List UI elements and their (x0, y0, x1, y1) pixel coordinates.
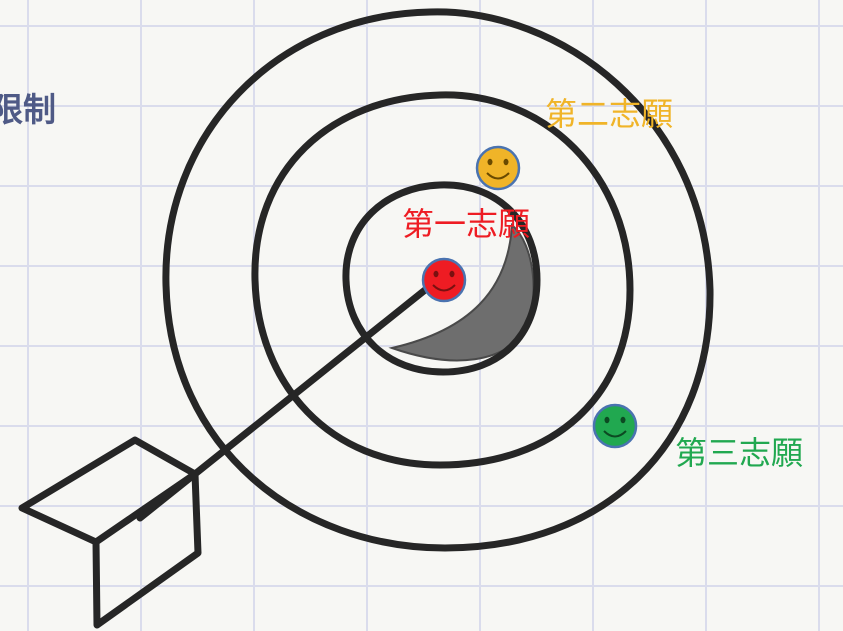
second-choice-label: 第二志願 (545, 95, 674, 133)
smiley-face-icon (592, 403, 638, 449)
first-choice-label: 第一志願 (402, 205, 531, 243)
third-choice-label: 第三志願 (675, 434, 804, 472)
arrow-fletching (18, 436, 202, 629)
smiley-face-icon (421, 257, 467, 303)
outer-ring (162, 8, 714, 552)
smiley-face-icon (475, 145, 521, 191)
heading-text: 限制 (0, 90, 56, 129)
bullseye-shadow (388, 222, 535, 362)
inner-ring (342, 181, 541, 376)
middle-ring (251, 91, 634, 469)
